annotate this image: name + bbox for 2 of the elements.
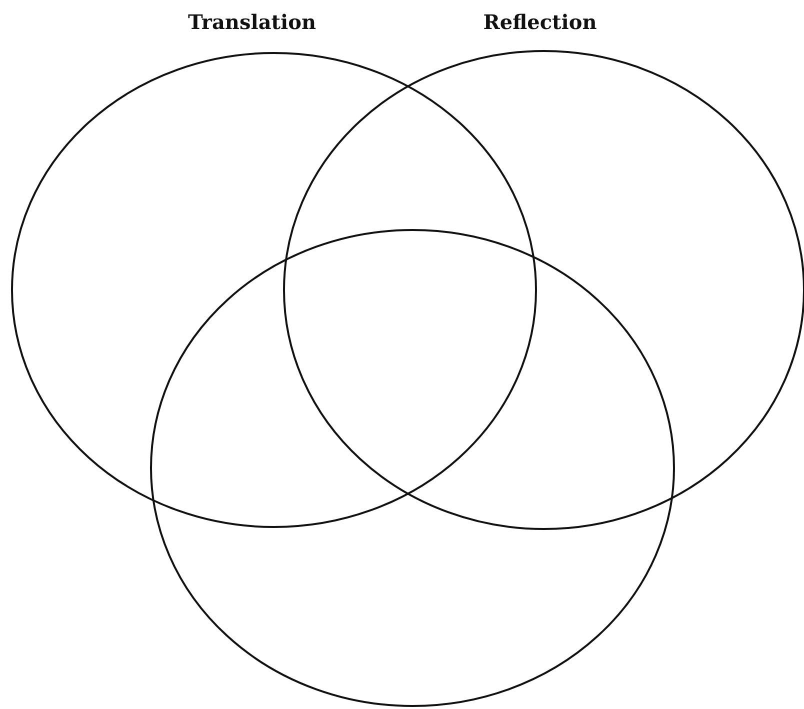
set-label: Reflection xyxy=(483,10,597,34)
set-label: Translation xyxy=(188,10,316,34)
